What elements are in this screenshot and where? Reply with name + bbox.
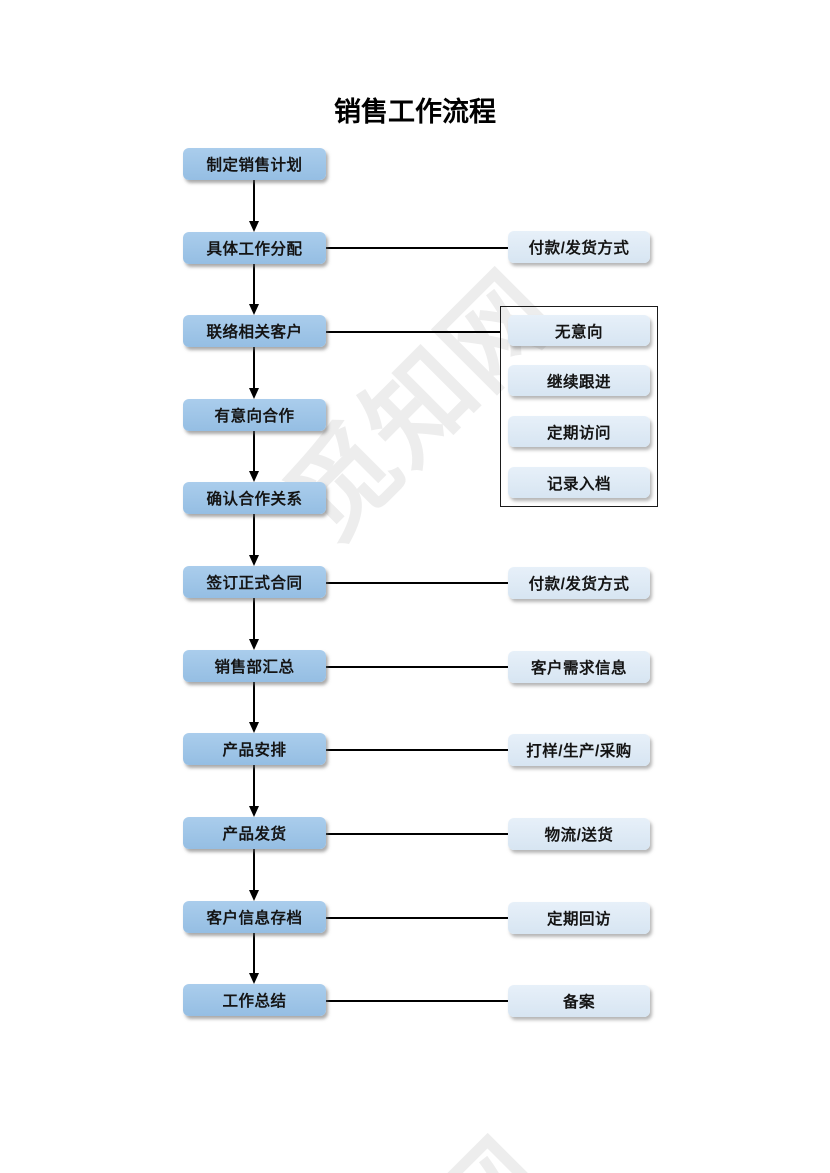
flow-step-9: 产品发货 bbox=[183, 817, 326, 849]
arrow-down-5 bbox=[249, 514, 258, 566]
flow-step-8: 产品安排 bbox=[183, 733, 326, 765]
group-option-4: 记录入档 bbox=[508, 467, 650, 498]
connector-line-7 bbox=[326, 917, 508, 919]
connector-line-3 bbox=[326, 582, 508, 584]
arrow-down-6 bbox=[249, 598, 258, 650]
side-note-2: 付款/发货方式 bbox=[508, 567, 650, 599]
side-note-1: 付款/发货方式 bbox=[508, 231, 650, 263]
side-note-6: 定期回访 bbox=[508, 902, 650, 934]
connector-line-1 bbox=[326, 247, 508, 249]
group-option-1: 无意向 bbox=[508, 315, 650, 346]
flow-step-3: 联络相关客户 bbox=[183, 315, 326, 347]
flow-step-11: 工作总结 bbox=[183, 984, 326, 1016]
connector-line-8 bbox=[326, 1000, 508, 1002]
side-note-4: 打样/生产/采购 bbox=[508, 734, 650, 766]
arrow-down-8 bbox=[249, 765, 258, 817]
side-note-3: 客户需求信息 bbox=[508, 651, 650, 683]
side-note-7: 备案 bbox=[508, 985, 650, 1017]
group-option-3: 定期访问 bbox=[508, 416, 650, 447]
flow-step-1: 制定销售计划 bbox=[183, 148, 326, 180]
flow-step-4: 有意向合作 bbox=[183, 399, 326, 431]
group-option-2: 继续跟进 bbox=[508, 365, 650, 396]
page-title: 销售工作流程 bbox=[334, 97, 496, 127]
flow-step-10: 客户信息存档 bbox=[183, 901, 326, 933]
connector-line-6 bbox=[326, 833, 508, 835]
arrow-down-9 bbox=[249, 849, 258, 901]
flow-step-2: 具体工作分配 bbox=[183, 232, 326, 264]
arrow-down-3 bbox=[249, 347, 258, 399]
group-border bbox=[500, 306, 658, 507]
connector-line-5 bbox=[326, 749, 508, 751]
connector-line-4 bbox=[326, 666, 508, 668]
arrow-down-10 bbox=[249, 933, 258, 984]
arrow-down-2 bbox=[249, 264, 258, 315]
side-note-5: 物流/送货 bbox=[508, 818, 650, 850]
flow-step-6: 签订正式合同 bbox=[183, 566, 326, 598]
arrow-down-7 bbox=[249, 682, 258, 733]
flow-step-7: 销售部汇总 bbox=[183, 650, 326, 682]
arrow-down-1 bbox=[249, 180, 258, 232]
arrow-down-4 bbox=[249, 431, 258, 482]
connector-line-2 bbox=[326, 331, 500, 333]
flow-step-5: 确认合作关系 bbox=[183, 482, 326, 514]
